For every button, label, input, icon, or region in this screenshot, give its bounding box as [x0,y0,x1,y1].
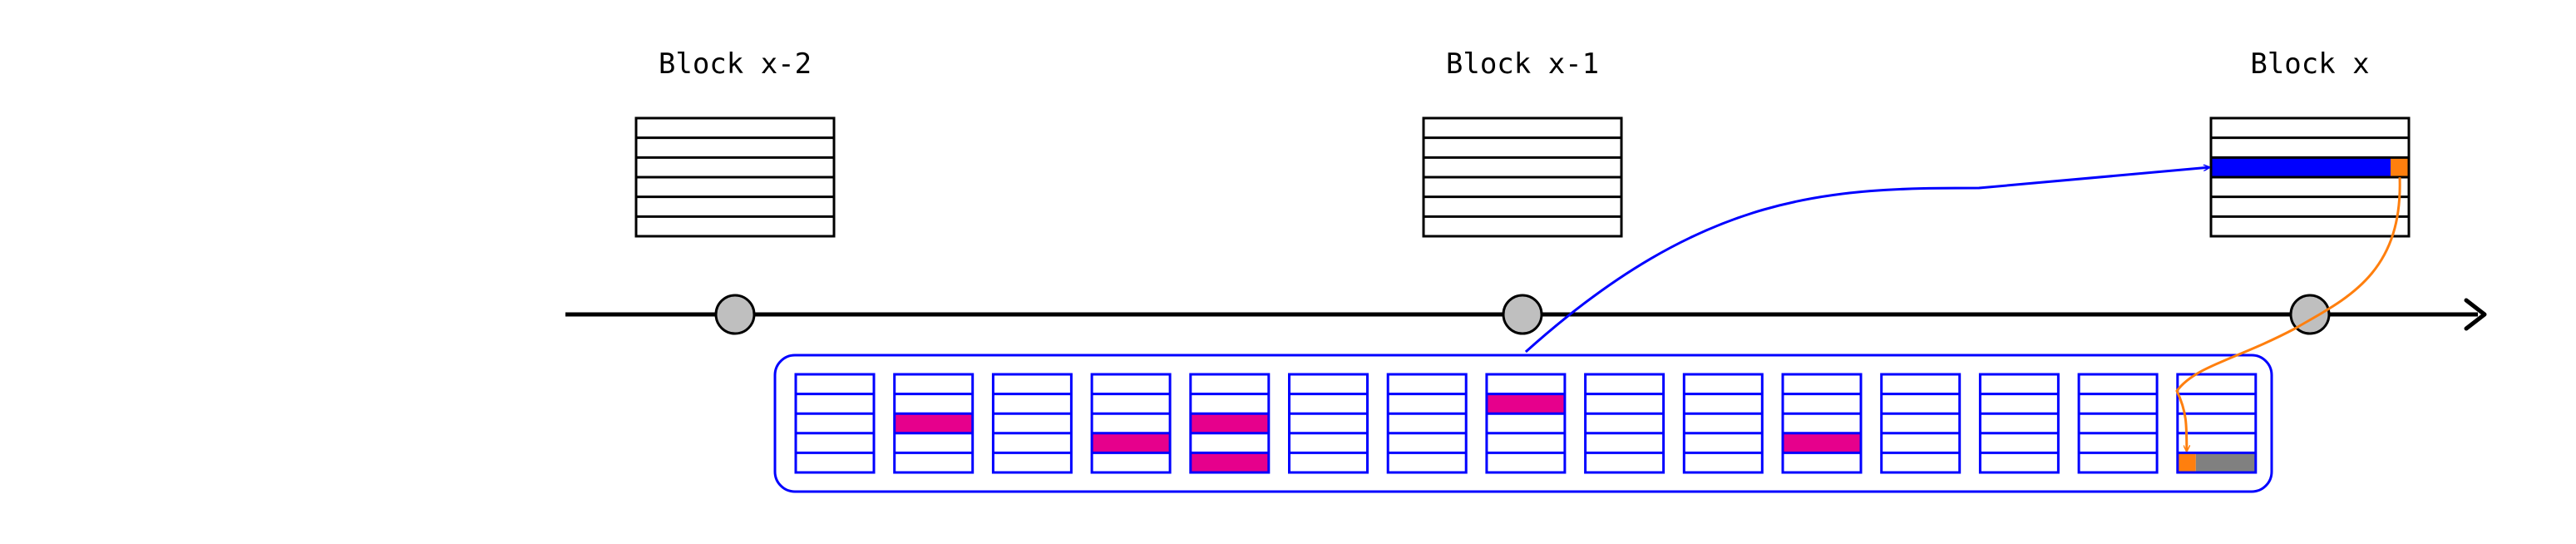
timeline-node [2289,294,2331,335]
timeline-node [714,294,756,335]
pool-column [2077,373,2159,474]
pool-column-frame [1386,373,1468,474]
pool-marked-cell [894,413,973,433]
pool-column-frame [1880,373,1962,474]
block-highlight-tag [2391,157,2409,177]
pool-column-frame [893,373,975,474]
pool-column [1189,373,1271,474]
pool-column [1880,373,1962,474]
pool-column-frame [1288,373,1369,474]
block-1: Block x-2 [634,47,836,335]
block-3: Block x [2209,47,2411,335]
pool-column [1090,373,1172,474]
block-label: Block x-2 [659,47,812,81]
pool-column-frame [2077,373,2159,474]
pool-column-frame [794,373,876,474]
pool-column [1288,373,1369,474]
pool-marked-cell [1486,393,1565,414]
pool-column-frame [1485,373,1567,474]
reference-arrow [2175,177,2401,451]
timeline-node [1502,294,1543,335]
pool-marked-cell [1190,413,1269,433]
block-chain: Block x-2 Block x-1 Block x [634,47,2411,335]
pool-column-frame [991,373,1073,474]
pool-column-frame [2176,373,2258,474]
pool-target-tag [2177,453,2196,472]
pool-column-frame [1781,373,1863,474]
pool-column-frame [1090,373,1172,474]
pool-column-frame [1189,373,1271,474]
pool-column-frame [1584,373,1666,474]
pool-column-frame [1682,373,1764,474]
timeline-arrowhead [2464,298,2487,331]
selected-entry-arrow [1524,167,2209,354]
pool-column [1781,373,1863,474]
pool-column [1978,373,2060,474]
pool-marked-cell [1783,433,1861,453]
pool-frame [773,354,2273,493]
block-highlight-row [2211,157,2391,177]
block-label: Block x-1 [1446,47,1599,81]
pool-column [794,373,876,474]
connectors [1524,167,2401,451]
pool-column [893,373,975,474]
pool-column [1682,373,1764,474]
pool-column [1386,373,1468,474]
entry-pool [773,354,2273,493]
block-2: Block x-1 [1422,47,1623,335]
pool-column [1485,373,1567,474]
pool-column [1584,373,1666,474]
block-label: Block x [2250,47,2369,81]
pool-column [2176,373,2258,474]
pool-column-frame [1978,373,2060,474]
pool-marked-cell [1092,433,1171,453]
pool-column [991,373,1073,474]
pool-target-filler [2195,453,2256,472]
pool-marked-cell [1190,453,1269,472]
